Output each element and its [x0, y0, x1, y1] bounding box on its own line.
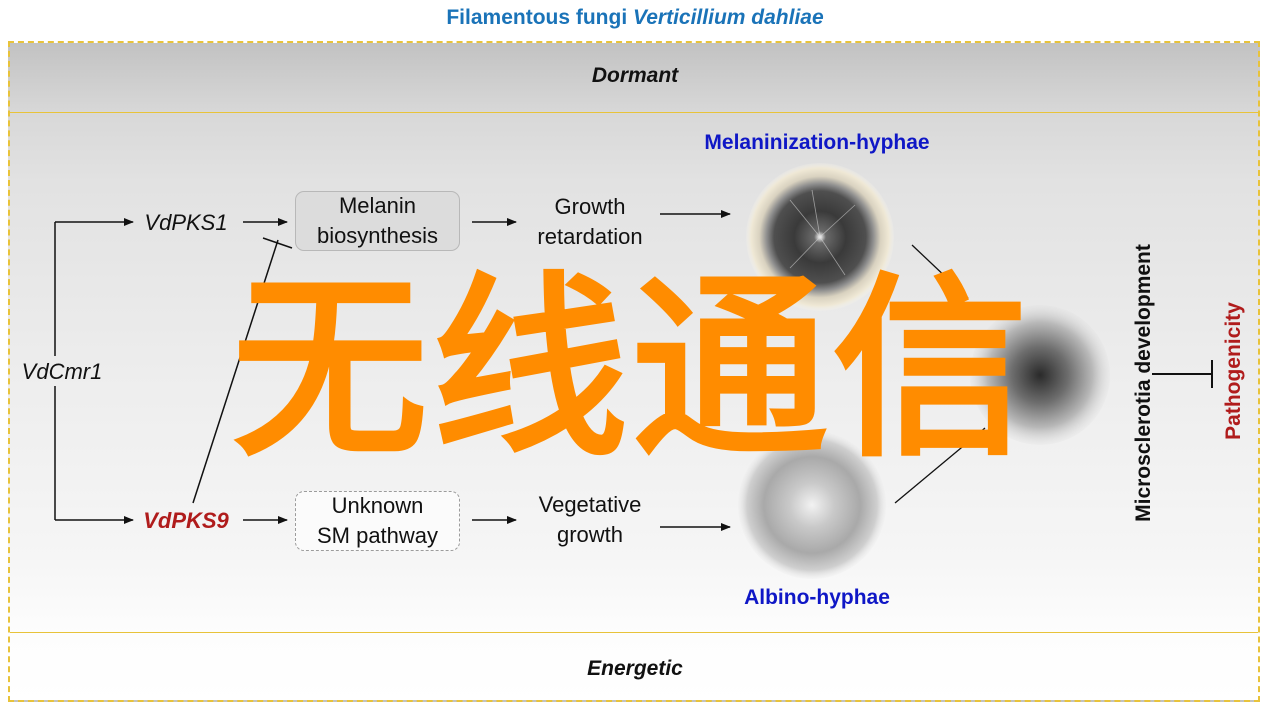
microsclerotia-colony-image [970, 305, 1110, 445]
melanin-box-line2: biosynthesis [316, 223, 439, 248]
bottom-band-divider [10, 632, 1258, 633]
top-band-divider [10, 112, 1258, 113]
title-prefix: Filamentous fungi [446, 6, 628, 29]
unknown-sm-pathway-box: Unknown SM pathway [295, 491, 460, 551]
regulator-branch [54, 218, 134, 524]
melanin-biosynthesis-box: Melanin biosynthesis [295, 191, 460, 251]
melanin-box-line1: Melanin [338, 193, 417, 218]
upper-connector-line [911, 244, 969, 299]
microsclerotia-development-label: Microsclerotia development [1132, 244, 1155, 522]
unknown-box-line1: Unknown [331, 493, 424, 518]
vdpks9-label: VdPKS9 [143, 508, 229, 533]
growth-retardation-label: Growth retardation [520, 192, 660, 252]
colony-texture [789, 189, 856, 276]
pathogenicity-inhibition [1152, 360, 1213, 388]
inhibition-line [192, 237, 293, 504]
lower-connector-line [894, 427, 986, 504]
title-species: Verticillium dahliae [633, 6, 824, 29]
diagram-title: Filamentous fungi Verticillium dahliae [0, 6, 1270, 30]
vegetative-line1: Vegetative [538, 492, 642, 517]
unknown-box-line2: SM pathway [316, 523, 439, 548]
growth-line1: Growth [554, 194, 626, 219]
growth-line2: retardation [537, 224, 643, 249]
watermark-text: 无线通信 [231, 260, 1032, 479]
dormant-label: Dormant [591, 64, 679, 87]
vdpks1-label: VdPKS1 [144, 210, 228, 235]
energetic-label: Energetic [587, 657, 683, 680]
albino-hyphae-label: Albino-hyphae [744, 586, 890, 609]
albino-colony-image [738, 431, 886, 579]
vdcmr1-label: VdCmr1 [21, 359, 103, 384]
vegetative-growth-label: Vegetative growth [520, 490, 660, 550]
pathogenicity-label: Pathogenicity [1222, 302, 1245, 440]
vegetative-line2: growth [556, 522, 624, 547]
melanization-hyphae-label: Melaninization-hyphae [704, 131, 930, 154]
